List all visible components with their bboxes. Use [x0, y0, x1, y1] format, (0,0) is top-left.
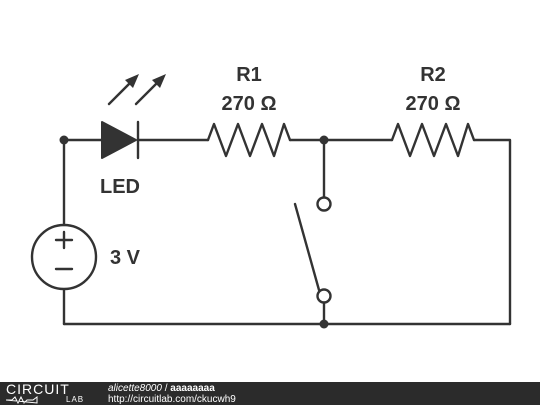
r2-value-label: 270 Ω [406, 93, 461, 115]
logo-text-top: CIRCUIT [6, 381, 70, 397]
logo-text-bottom: LAB [66, 395, 85, 404]
footer-credit-line: alicette8000 / aaaaaaaa [108, 383, 215, 394]
resistor-r2 [390, 122, 476, 158]
plus-sign-icon [54, 230, 74, 250]
led-diode [101, 120, 140, 160]
voltage-source [30, 223, 98, 291]
junction-dot-top-left [59, 135, 69, 145]
r2-name-label: R2 [420, 64, 446, 86]
resistor-r1 [206, 122, 292, 158]
credit-separator: / [161, 383, 171, 394]
led-light-arrows-icon [107, 74, 166, 106]
logo-resistor-icon [6, 396, 38, 404]
circuit-url-link[interactable]: http://circuitlab.com/ckucwh9 [108, 394, 236, 405]
r1-name-label: R1 [236, 64, 262, 86]
circuit-diagram: LED R1 270 Ω R2 270 Ω 3 V [30, 64, 512, 329]
author-name[interactable]: alicette8000 [108, 383, 162, 394]
switch [293, 196, 332, 304]
junction-dot-bottom-mid [319, 319, 329, 329]
led-label: LED [100, 176, 140, 198]
junction-dot-top-mid [319, 135, 329, 145]
source-voltage-label: 3 V [110, 247, 141, 269]
circuit-title[interactable]: aaaaaaaa [170, 383, 215, 394]
wire-r2-right [472, 138, 512, 326]
footer-bar: CIRCUIT LAB alicette8000 / aaaaaaaa http… [0, 382, 540, 405]
r1-value-label: 270 Ω [222, 93, 277, 115]
